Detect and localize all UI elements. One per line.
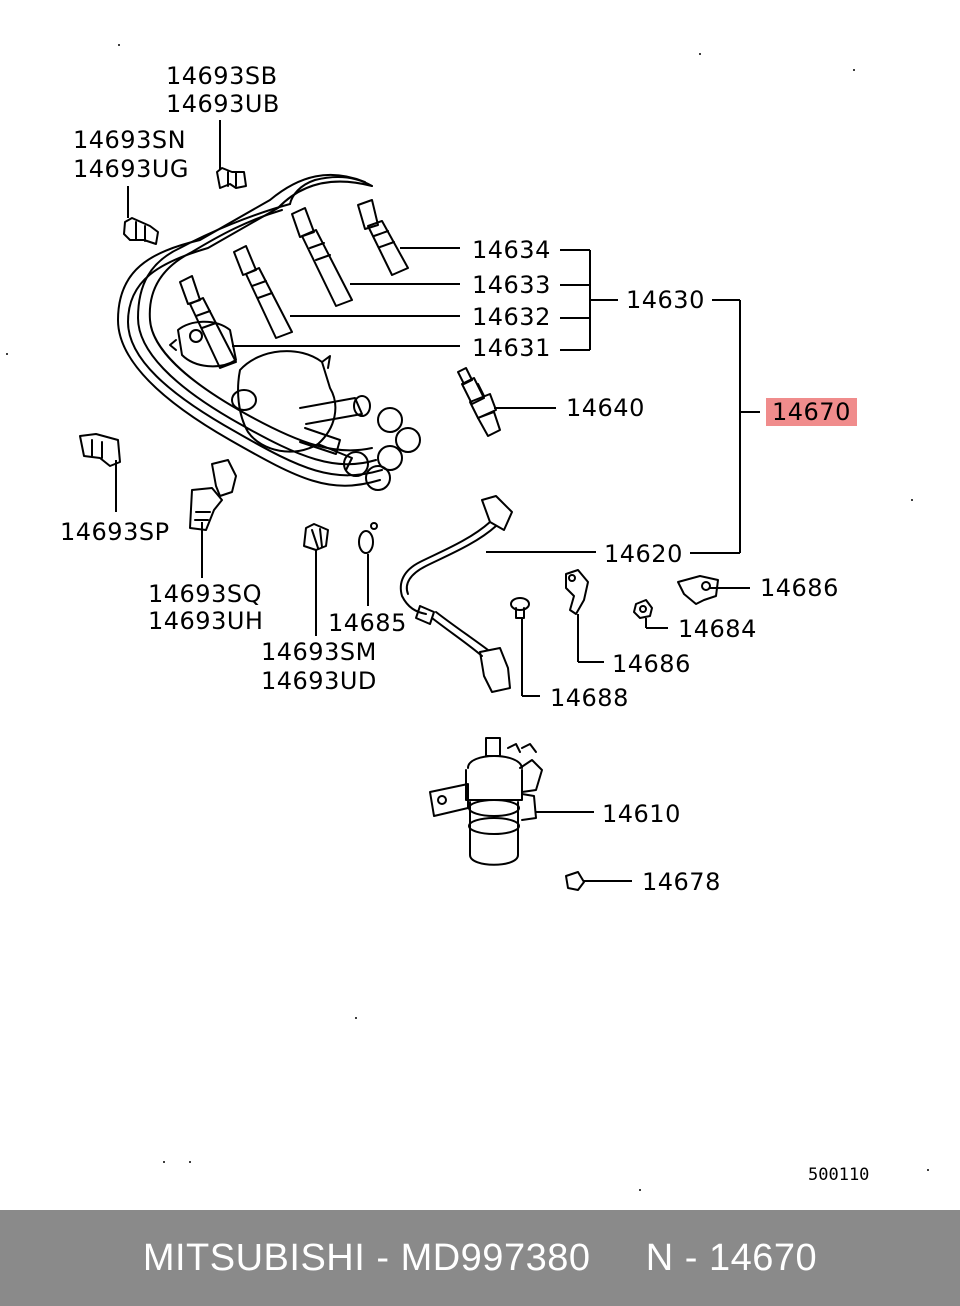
bracket-14686-right <box>677 575 719 605</box>
spark-plug-14640 <box>457 367 501 437</box>
leader-lines <box>115 120 760 882</box>
label-14686-lower: 14686 <box>612 650 691 678</box>
ignition-parts-diagram <box>6 44 929 1191</box>
diagram-code: 500110 <box>808 1165 870 1185</box>
clamp-14693SB <box>216 167 247 189</box>
label-14688: 14688 <box>550 684 629 712</box>
bolt-14688 <box>510 597 530 619</box>
label-14693UG: 14693UG <box>73 155 190 183</box>
screw-14678 <box>565 871 595 891</box>
spark-plug-cable-bundle <box>117 173 383 487</box>
label-14693SP: 14693SP <box>60 518 170 546</box>
label-14610: 14610 <box>602 800 681 828</box>
ignition-coil-14610 <box>429 737 543 866</box>
clamp-14693SN <box>123 217 159 245</box>
label-14693SQ: 14693SQ <box>148 580 262 608</box>
label-14686-upper: 14686 <box>760 574 839 602</box>
label-14693SN: 14693SN <box>73 126 187 154</box>
bracket-14693SQ <box>189 459 237 531</box>
plug-boot-4 <box>179 275 237 369</box>
label-14693UH: 14693UH <box>148 607 264 635</box>
plug-boot-3 <box>233 245 293 339</box>
label-14678: 14678 <box>642 868 721 896</box>
label-14693SB: 14693SB <box>166 62 278 90</box>
bracket-14686-center <box>565 569 589 615</box>
label-14634: 14634 <box>472 236 551 264</box>
label-14640: 14640 <box>566 394 645 422</box>
label-14633: 14633 <box>472 271 551 299</box>
plug-boot-2 <box>291 207 353 307</box>
grommet-14685 <box>358 522 378 554</box>
clamp-14693SM <box>303 523 329 551</box>
footer-part-info: MITSUBISHI - MD997380 N - 14670 <box>142 1236 818 1279</box>
distributor <box>169 320 421 491</box>
footer-bar: MITSUBISHI - MD997380 N - 14670 <box>0 1210 960 1306</box>
scan-specks <box>6 44 929 1191</box>
label-14693SM: 14693SM <box>261 638 377 666</box>
label-14632: 14632 <box>472 303 551 331</box>
label-14684: 14684 <box>678 615 757 643</box>
plug-boot-1 <box>357 199 409 276</box>
clamp-14693SP <box>79 433 121 467</box>
coil-lead-14620 <box>399 495 513 693</box>
label-14630: 14630 <box>626 286 705 314</box>
label-14670-highlighted: 14670 <box>766 398 857 426</box>
nut-14684 <box>633 599 653 619</box>
label-14693UD: 14693UD <box>261 667 377 695</box>
label-14620: 14620 <box>604 540 683 568</box>
label-14693UB: 14693UB <box>166 90 280 118</box>
label-14631: 14631 <box>472 334 551 362</box>
label-14685: 14685 <box>328 609 407 637</box>
